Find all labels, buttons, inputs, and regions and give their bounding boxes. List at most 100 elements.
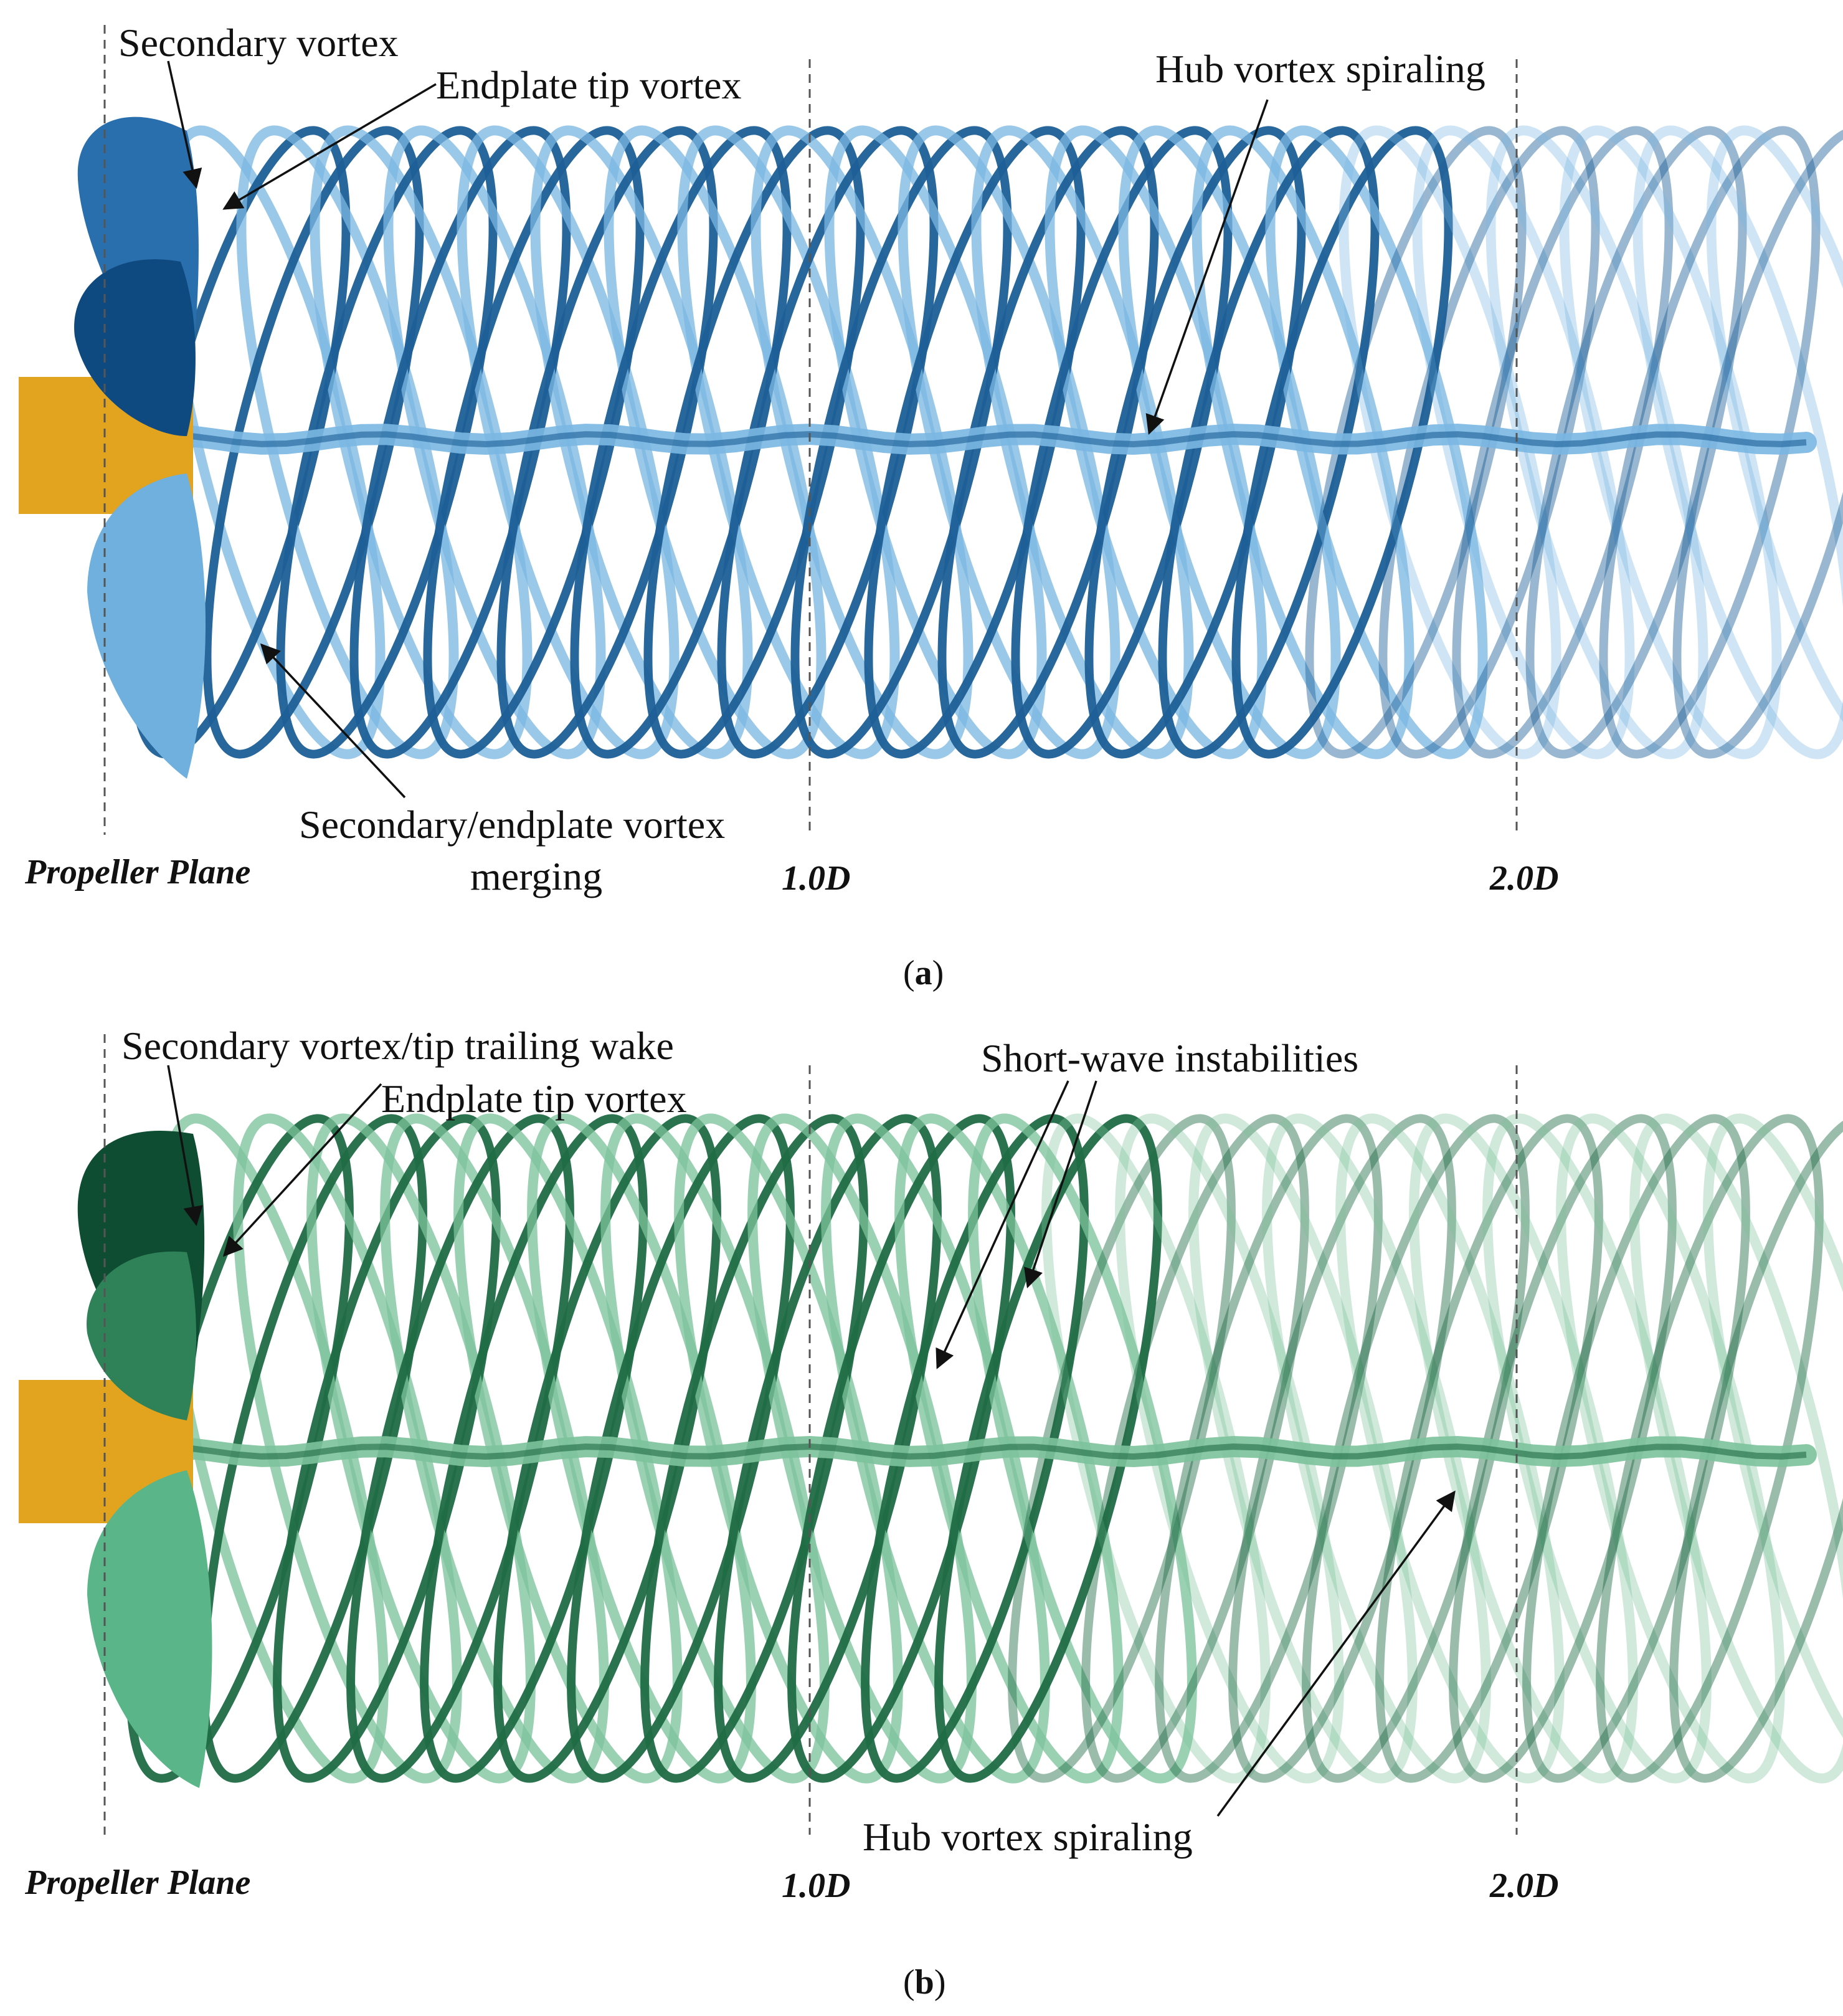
panel-b-plane-propeller: Propeller Plane [24, 1863, 250, 1902]
vortex-ring-back [1629, 1113, 1843, 1784]
vortex-ring [1231, 126, 1453, 759]
vortex-ring [640, 1114, 868, 1783]
vortex-ring [1011, 126, 1233, 759]
vortex-ring-back [1335, 1113, 1565, 1784]
panel-a-label-merge-1: Secondary/endplate vortex [299, 802, 725, 847]
vortex-ring [496, 126, 718, 759]
vortex-ring [1449, 1114, 1677, 1783]
vortex-ring-back [1338, 125, 1561, 759]
vortex-ring-back [457, 125, 680, 759]
vortex-ring [714, 1114, 942, 1783]
vortex-ring [346, 1114, 574, 1783]
vortex-ring [1008, 1114, 1236, 1783]
panel-a-arrow-endplate [222, 83, 437, 210]
vortex-ring-back [821, 1113, 1050, 1784]
vortex-ring [567, 1114, 795, 1783]
vortex-ring-back [677, 125, 900, 759]
vortex-ring [1081, 1114, 1309, 1783]
vortex-ring [1452, 126, 1674, 759]
vortex-ring-back [1115, 1113, 1344, 1784]
panel-b-label-endplate: Endplate tip vortex [381, 1077, 687, 1121]
vortex-ring-back [747, 1113, 977, 1784]
vortex-ring [1599, 126, 1821, 759]
vortex-ring [570, 126, 792, 759]
vortex-ring-back [1632, 125, 1843, 759]
vortex-ring-back [1192, 125, 1414, 759]
panel-a-plane-2d: 2.0D [1489, 859, 1558, 898]
vortex-ring [202, 126, 424, 759]
vortex-ring [1378, 126, 1600, 759]
vortex-ring-back [894, 1113, 1124, 1784]
panel-a-plane-1d: 1.0D [782, 859, 850, 898]
vortex-ring [1302, 1114, 1530, 1783]
panel-a-propeller [19, 116, 206, 779]
panel-a-label-merge-2: merging [470, 854, 602, 898]
vortex-ring [864, 126, 1086, 759]
vortex-ring-back [1482, 1113, 1712, 1784]
vortex-ring-back [968, 1113, 1197, 1784]
panel-b-plane-1d: 1.0D [782, 1866, 850, 1905]
panel-a: Secondary vortex Endplate tip vortex Hub… [19, 21, 1843, 992]
panel-b-propeller [19, 1130, 212, 1788]
hub-vortex-highlight [184, 431, 1807, 447]
vortex-ring [423, 126, 645, 759]
vortex-ring [787, 1114, 1015, 1783]
vortex-ring-back [159, 1113, 389, 1784]
panel-a-blade-lower [87, 473, 206, 779]
vortex-ring [1228, 1114, 1456, 1783]
vortex-ring-back [1262, 1113, 1491, 1784]
vortex-ring [1305, 126, 1527, 759]
vortex-ring-back [380, 1113, 609, 1784]
vortex-ring-back [310, 125, 533, 759]
vortex-ring [790, 126, 1012, 759]
vortex-ring-back [674, 1113, 903, 1784]
vortex-ring-back [751, 125, 974, 759]
vortex-ring-back [383, 125, 606, 759]
vortex-ring [861, 1114, 1089, 1783]
vortex-ring-back [1559, 125, 1782, 759]
panel-b-blade-lower [87, 1470, 212, 1788]
panel-b-arrow-shortwave-1 [936, 1080, 1069, 1369]
panel-a-caption: (a) [903, 954, 944, 992]
vortex-ring [199, 1114, 427, 1783]
vortex-ring-back [236, 125, 459, 759]
vortex-ring [420, 1114, 648, 1783]
panel-b-arrow-secondary [167, 1065, 203, 1227]
vortex-ring-back [1118, 125, 1341, 759]
panel-b-arrow-hub [1216, 1490, 1456, 1817]
panel-a-hub-vortex [176, 423, 1817, 455]
panel-b: Secondary vortex/tip trailing wake Endpl… [19, 1024, 1843, 2002]
hub-vortex-highlight [184, 1443, 1807, 1460]
panel-b-blade-mid [87, 1251, 196, 1420]
vortex-ring-back [1556, 1113, 1785, 1784]
vortex-ring [1084, 126, 1306, 759]
vortex-ring [273, 1114, 501, 1783]
panel-a-label-endplate: Endplate tip vortex [436, 63, 742, 107]
panel-b-label-secondary: Secondary vortex/tip trailing wake [121, 1024, 674, 1068]
vortex-ring-back [1188, 1113, 1418, 1784]
vortex-ring-back [1706, 125, 1843, 759]
panel-b-hub-vortex [176, 1435, 1817, 1468]
vortex-ring [1669, 1114, 1843, 1783]
panel-b-label-shortwave: Short-wave instabilities [981, 1036, 1358, 1080]
vortex-ring-back [163, 125, 386, 759]
vortex-ring [717, 126, 939, 759]
vortex-ring-back [1409, 1113, 1638, 1784]
vortex-ring-back [527, 1113, 756, 1784]
panel-b-plane-2d: 2.0D [1489, 1866, 1558, 1905]
vortex-ring-back [600, 1113, 830, 1784]
vortex-ring-back [1041, 1113, 1271, 1784]
panel-a-arrow-merge [260, 643, 406, 799]
vortex-ring-back [898, 125, 1120, 759]
panel-b-arrow-endplate [222, 1083, 382, 1257]
panel-b-label-hub: Hub vortex spiraling [863, 1815, 1193, 1859]
vortex-ring-back [530, 125, 753, 759]
vortex-ring [937, 126, 1159, 759]
vortex-ring [276, 126, 498, 759]
vortex-ring [643, 126, 865, 759]
panel-a-label-secondary: Secondary vortex [118, 21, 399, 65]
vortex-ring-back [604, 125, 827, 759]
panel-a-arrow-secondary [167, 60, 202, 189]
panel-b-arrow-shortwave-2 [1024, 1080, 1097, 1288]
vortex-ring [1672, 126, 1843, 759]
